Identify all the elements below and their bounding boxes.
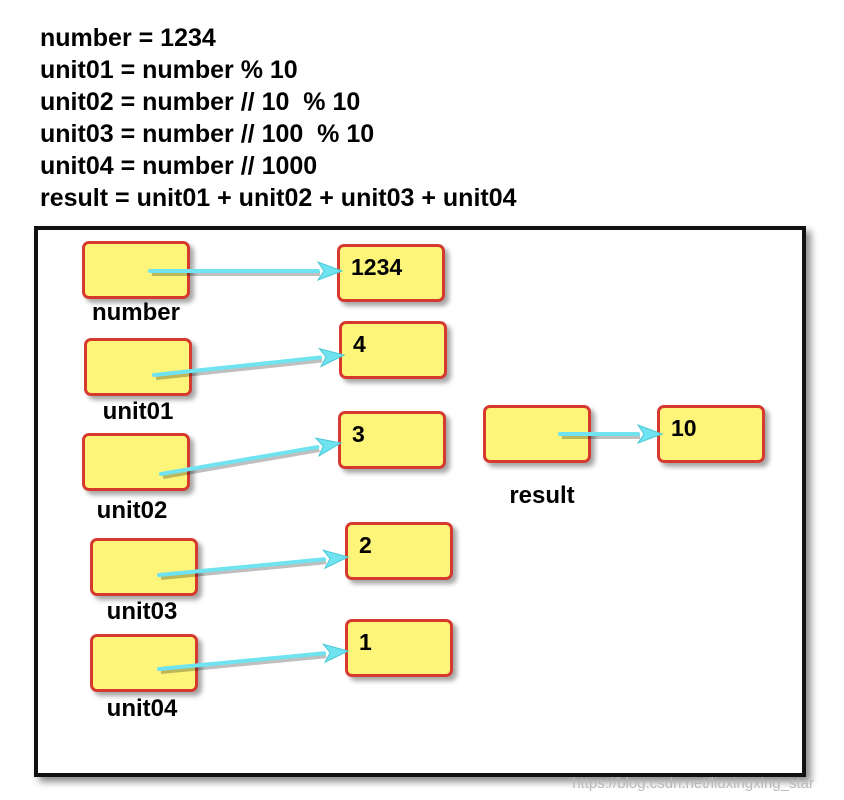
diagram-frame	[34, 226, 806, 777]
arrow-unit03	[157, 549, 350, 580]
variable-label-unit04: unit04	[106, 695, 178, 722]
variable-label-number: number	[91, 299, 180, 326]
value-box-number: 1234	[337, 244, 445, 302]
value-text-number: 1234	[351, 254, 403, 280]
arrow-unit01	[152, 347, 346, 380]
code-line: number = 1234	[40, 24, 216, 52]
value-text-result: 10	[671, 415, 697, 441]
arrow-unit04	[157, 643, 350, 674]
arrow-result	[558, 423, 664, 445]
code-line: result = unit01 + unit02 + unit03 + unit…	[40, 184, 517, 212]
variable-label-result: result	[509, 482, 575, 509]
variable-label-unit03: unit03	[106, 598, 178, 625]
value-text-unit04: 1	[359, 629, 372, 655]
variable-box-unit03	[90, 538, 198, 596]
variable-box-unit04	[90, 634, 198, 692]
value-text-unit01: 4	[353, 331, 366, 357]
variable-box-unit01	[84, 338, 192, 396]
variable-label-unit01: unit01	[102, 398, 174, 425]
value-box-unit01: 4	[339, 321, 447, 379]
code-line: unit01 = number % 10	[40, 56, 298, 84]
value-box-unit02: 3	[338, 411, 446, 469]
value-text-unit02: 3	[352, 421, 365, 447]
variable-label-unit02: unit02	[96, 497, 168, 524]
arrow-unit02	[159, 437, 343, 479]
code-line: unit02 = number // 10 % 10	[40, 88, 361, 116]
watermark: https://blog.csdn.net/liuxingxing_star	[572, 775, 814, 792]
value-box-unit04: 1	[345, 619, 453, 677]
value-box-unit03: 2	[345, 522, 453, 580]
variable-box-unit02	[82, 433, 190, 491]
code-block: number = 1234 unit01 = number % 10 unit02 …	[40, 22, 517, 214]
code-line: unit03 = number // 100 % 10	[40, 120, 375, 148]
value-box-result: 10	[657, 405, 765, 463]
code-line: unit04 = number // 1000	[40, 152, 318, 180]
arrow-number	[148, 260, 344, 282]
value-text-unit03: 2	[359, 532, 372, 558]
